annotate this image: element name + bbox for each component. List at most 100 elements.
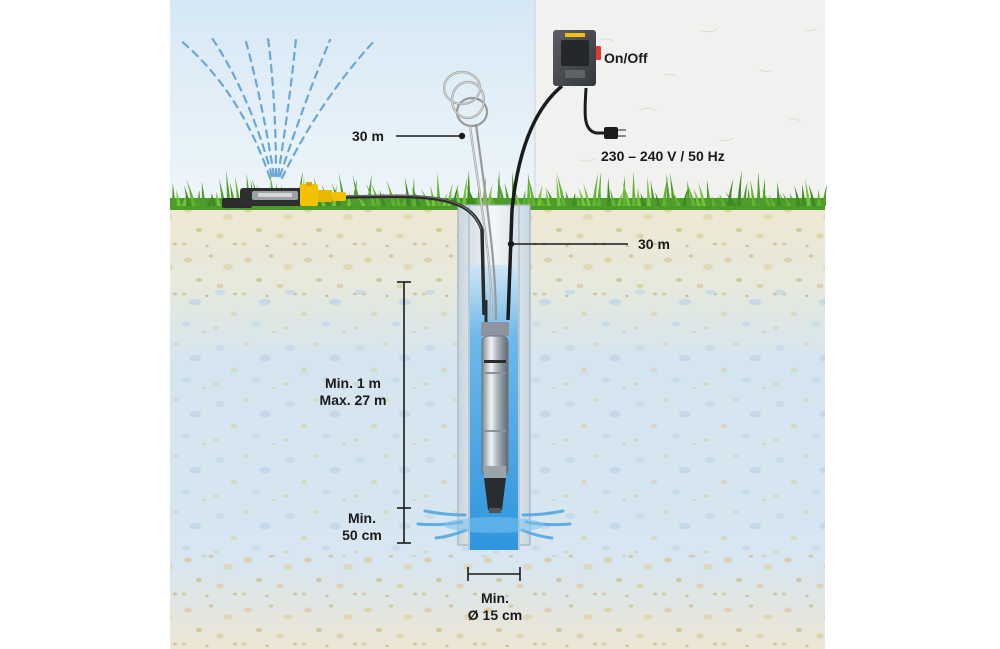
grass-blade (545, 189, 551, 206)
grass-blade (352, 178, 358, 206)
grass-blade (527, 174, 536, 206)
grass-blade (577, 195, 581, 206)
grass-blade (592, 172, 599, 206)
grass-blade (201, 181, 206, 206)
garden-hose-highlight (344, 194, 482, 230)
grass-blade (757, 171, 761, 206)
grass-blade (719, 193, 726, 206)
grass-blade (537, 193, 546, 206)
well-casing-inner-right (518, 205, 520, 550)
grass-blade (794, 185, 801, 206)
grass-blade (556, 176, 561, 206)
diameter-dimension (467, 567, 521, 581)
grass-blade (607, 177, 611, 206)
grass-blade (647, 176, 651, 206)
grass-blade (666, 173, 671, 206)
grass-blade (404, 176, 411, 206)
bottom-clearance-line2: 50 cm (342, 527, 382, 543)
grass-blade (706, 178, 711, 206)
grass-blade (637, 187, 641, 206)
depth-label-min: Min. 1 m (324, 375, 381, 391)
grass-blade (717, 195, 721, 206)
grass-blade (572, 192, 576, 206)
grass-blade (609, 188, 616, 206)
grass-blade (467, 170, 471, 206)
grass-blade (172, 183, 176, 206)
pump-icon (481, 300, 509, 513)
depth-dimension (397, 281, 411, 544)
grass-blade (782, 192, 791, 206)
power-supply-label: 230 – 240 V / 50 Hz (601, 148, 725, 164)
grass-blade (370, 183, 381, 206)
grass-blade (183, 185, 191, 206)
bottom-clearance-line1: Min. (348, 510, 376, 526)
depth-label: Min. 1 m Max. 27 m (310, 375, 396, 409)
grass-blade (597, 193, 606, 206)
grass-blade (537, 185, 543, 206)
sprinkler-icon (222, 182, 346, 208)
grass-blade (727, 178, 734, 206)
grass-blade (347, 191, 351, 206)
bottom-clearance-label: Min. 50 cm (330, 510, 394, 544)
grass-blade (698, 181, 706, 206)
power-plug-icon (604, 127, 626, 139)
grass-blade (817, 189, 821, 206)
grass-blade (808, 183, 816, 206)
diameter-label: Min. Ø 15 cm (455, 590, 535, 624)
grass-blade (622, 175, 626, 206)
grass-blade (711, 195, 716, 206)
grass-blade (211, 192, 216, 206)
grass-blade (742, 181, 748, 206)
grass-blade (789, 193, 796, 206)
grass-blade (805, 178, 811, 206)
well-casing-inner-left (468, 205, 470, 550)
grass-blade (779, 193, 786, 206)
grass-blade (777, 182, 781, 206)
grass-blade (452, 184, 459, 206)
grass-blade (176, 189, 181, 206)
grass-blade (497, 170, 501, 206)
grass-blade (578, 187, 586, 206)
grass-blade (565, 190, 571, 206)
grass-blade (802, 184, 806, 206)
grass-blade (682, 186, 689, 206)
on-off-label: On/Off (604, 50, 648, 66)
grass-blade (466, 184, 476, 206)
grass-blade (632, 170, 636, 206)
grass-blade (556, 172, 566, 206)
grass-blade (737, 170, 742, 206)
grass-blade (621, 180, 631, 206)
grass-blade (186, 178, 196, 206)
soil-pebbles-bottom (170, 555, 825, 649)
grass-blade (527, 172, 531, 206)
grass-blade (762, 178, 766, 206)
switch-button (596, 46, 601, 60)
mains-cable (583, 87, 606, 135)
grass-blade (693, 187, 701, 206)
grass-blade (490, 194, 496, 206)
grass-blade (462, 175, 468, 206)
cable-length-dot (507, 240, 515, 248)
grass-blade (617, 191, 623, 206)
grass-blade (545, 187, 556, 206)
hose-length-label: 30 m (352, 128, 384, 144)
grass-blade (522, 189, 526, 206)
grass-blade (456, 185, 461, 206)
grass-blade (750, 179, 756, 206)
grass-blade (583, 183, 591, 206)
grass-blade (687, 183, 696, 206)
grass-blade (725, 191, 736, 206)
hose-length-dot (458, 132, 466, 140)
grass-blade (430, 184, 436, 206)
grass-blade (662, 176, 668, 206)
grass-blade (761, 189, 771, 206)
diameter-line1: Min. (481, 590, 509, 606)
grass-blade (215, 191, 221, 206)
grass-blade (650, 180, 656, 206)
control-box-icon (553, 30, 601, 86)
rope-icon-light (443, 71, 493, 321)
grass-blade (504, 182, 511, 206)
diameter-line2: Ø 15 cm (467, 607, 523, 623)
sprinkler-spray (178, 36, 377, 180)
